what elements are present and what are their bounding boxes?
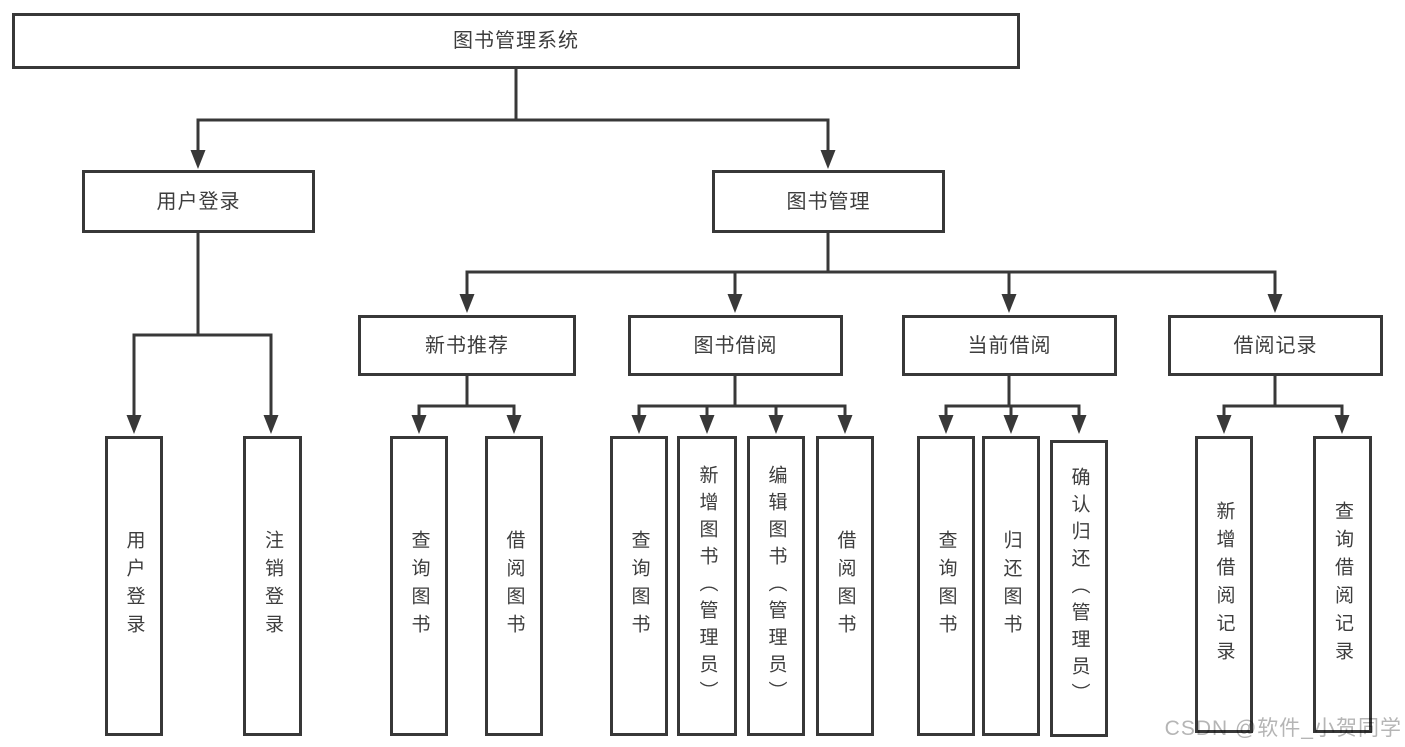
node-book-management: 图书管理 <box>712 170 945 233</box>
node-borrowing-records: 借阅记录 <box>1168 315 1383 376</box>
leaf-query-borrow-record: 查询借阅记录 <box>1313 436 1372 733</box>
leaf-borrow-books-1: 借阅图书 <box>485 436 543 736</box>
leaf-confirm-return-admin: 确认归还（管理员） <box>1050 440 1108 737</box>
leaf-add-borrow-record: 新增借阅记录 <box>1195 436 1253 733</box>
node-user-login: 用户登录 <box>82 170 315 233</box>
node-book-borrowing: 图书借阅 <box>628 315 843 376</box>
leaf-add-books-admin: 新增图书（管理员） <box>677 436 737 736</box>
leaf-query-books-2: 查询图书 <box>610 436 668 736</box>
node-library-management-system: 图书管理系统 <box>12 13 1020 69</box>
leaf-return-books: 归还图书 <box>982 436 1040 736</box>
node-current-borrowing: 当前借阅 <box>902 315 1117 376</box>
leaf-borrow-books-2: 借阅图书 <box>816 436 874 736</box>
leaf-logout: 注销登录 <box>243 436 302 736</box>
leaf-query-books-3: 查询图书 <box>917 436 975 736</box>
csdn-watermark: CSDN @软件_小贺同学 <box>1164 717 1402 740</box>
leaf-user-login: 用户登录 <box>105 436 163 736</box>
leaf-edit-books-admin: 编辑图书（管理员） <box>747 436 805 736</box>
node-new-book-recommend: 新书推荐 <box>358 315 576 376</box>
leaf-query-books-1: 查询图书 <box>390 436 448 736</box>
